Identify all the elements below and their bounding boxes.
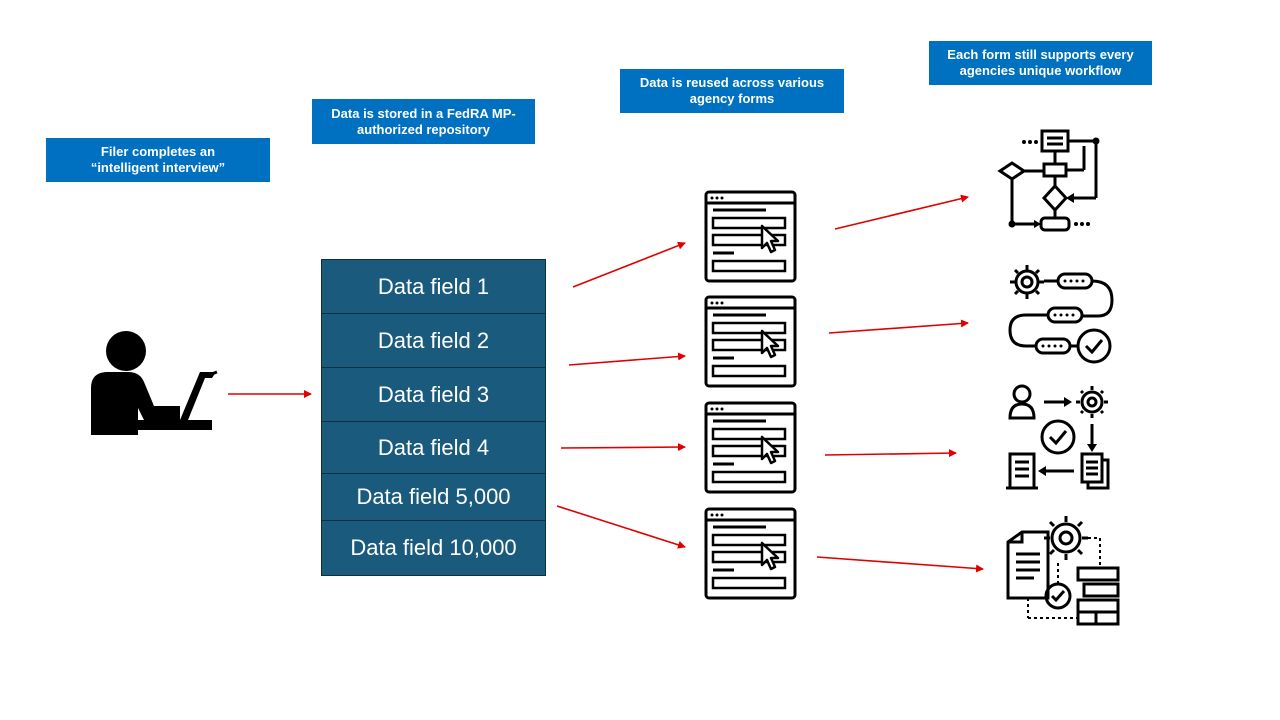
label-data-reused: Data is reused across various agency for… xyxy=(620,69,844,113)
arrow-form-to-workflow xyxy=(816,556,984,573)
label-stored-line-1: Data is stored in a FedRA MP- xyxy=(331,105,516,121)
data-field-row: Data field 2 xyxy=(322,314,545,368)
gear-process-pipeline-icon xyxy=(1008,265,1114,364)
label-data-stored: Data is stored in a FedRA MP- authorized… xyxy=(312,99,535,144)
label-workflow-line-1: Each form still supports every xyxy=(947,47,1134,62)
user-gear-document-cycle-icon xyxy=(1006,384,1110,490)
arrow-form-to-workflow xyxy=(824,449,957,458)
label-workflow-support: Each form still supports every agencies … xyxy=(929,41,1152,85)
data-field-row: Data field 10,000 xyxy=(350,535,517,560)
web-form-icon xyxy=(704,295,797,388)
arrow-form-to-workflow xyxy=(828,319,969,334)
arrow-field-to-form xyxy=(572,241,686,288)
data-field-row: Data field 3 xyxy=(322,368,545,422)
data-field-row: Data field 1 xyxy=(322,260,545,314)
label-workflow-line-2: agencies unique workflow xyxy=(959,63,1122,78)
label-filer-interview: Filer completes an “intelligent intervie… xyxy=(46,138,270,182)
label-filer-line-1: Filer completes an xyxy=(100,144,216,159)
web-form-icon xyxy=(704,507,797,600)
data-field-row: Data field 4 xyxy=(322,422,545,474)
arrow-field-to-form xyxy=(556,505,686,549)
person-at-laptop-icon xyxy=(91,331,218,435)
flowchart-icon xyxy=(997,129,1100,232)
data-field-row: Data field 5,000 xyxy=(322,474,545,521)
arrow-form-to-workflow xyxy=(834,194,969,230)
label-filer-line-2: “intelligent interview” xyxy=(90,160,226,175)
label-reused-line-2: agency forms xyxy=(689,91,775,106)
web-form-icon xyxy=(704,190,797,283)
label-reused-line-1: Data is reused across various xyxy=(639,75,825,90)
label-stored-line-2: authorized repository xyxy=(357,121,490,137)
web-form-icon xyxy=(704,401,797,494)
arrow-field-to-form xyxy=(568,352,686,366)
document-gear-database-icon xyxy=(1006,516,1120,626)
arrow-field-to-form xyxy=(560,443,686,452)
data-repository-table: Data field 1 Data field 2 Data field 3 D… xyxy=(321,259,546,576)
